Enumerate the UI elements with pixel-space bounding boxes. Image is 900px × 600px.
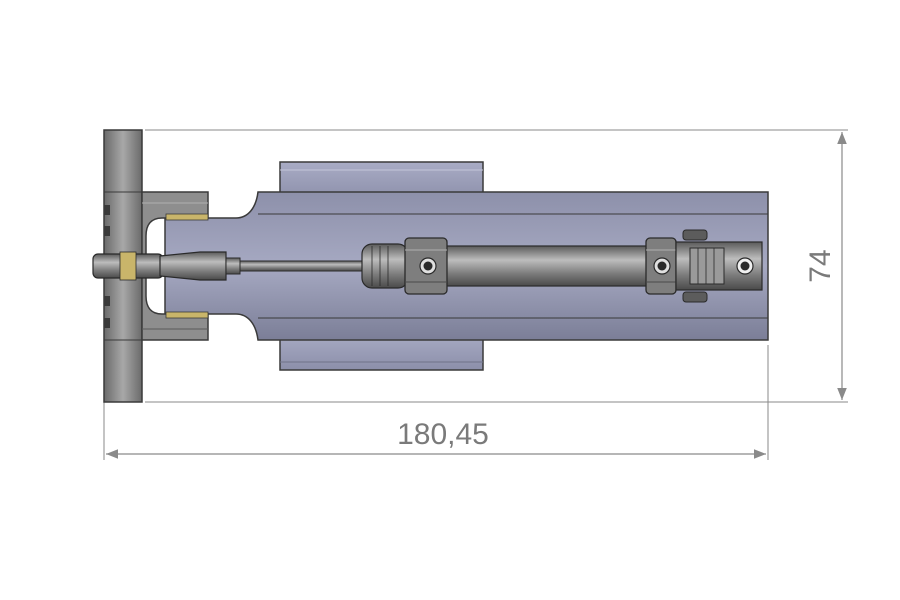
extension-lines [103, 129, 848, 460]
width-dimension-label: 180,45 [397, 418, 489, 451]
front-clamp [404, 237, 448, 295]
rear-clamp [645, 237, 677, 295]
height-dimension-label: 74 [804, 249, 837, 282]
rear-clevis [675, 229, 763, 303]
rod-end [92, 251, 241, 281]
clevis-bracket [141, 191, 209, 341]
piston-rod [239, 260, 371, 272]
cylinder-body [361, 243, 651, 289]
